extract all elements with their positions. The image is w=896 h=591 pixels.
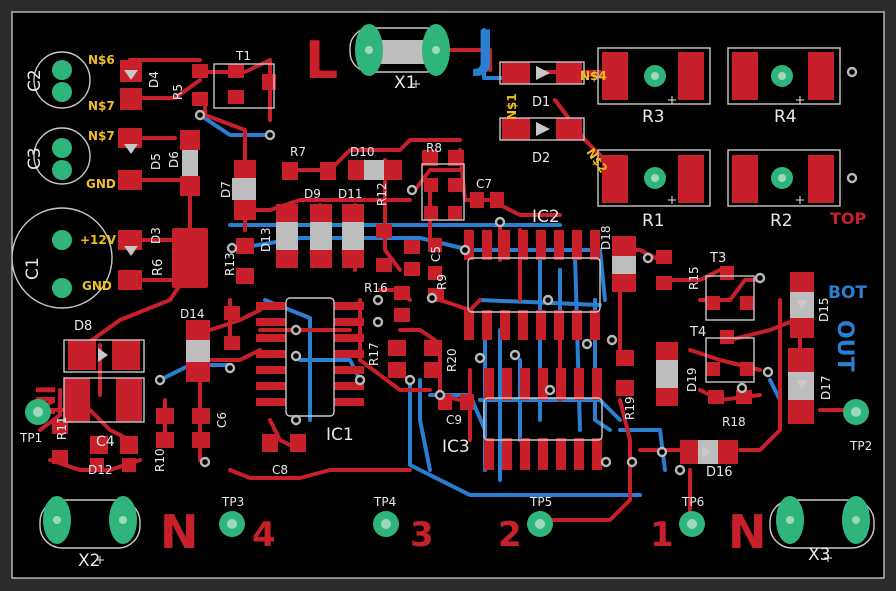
top-copper-text: L IN N N 4 3 2 1 TOP [29,31,867,559]
label-x2: X2 [78,551,100,571]
label-d4: D4 [147,71,161,88]
label-c6: C6 [215,412,229,428]
label-x3: X3 [808,545,830,565]
label-c3: C3 [25,147,45,170]
component-labels: X1 X2 X3 T1 T3 T4 C1 C2 C3 C4 C5 C6 C7 C… [19,49,872,571]
label-c5: C5 [429,246,443,262]
label-tp4: TP4 [373,495,396,509]
label-d13: D13 [259,227,273,252]
copper-text-1: 1 [650,515,674,555]
net-label-gnd-b: GND [82,279,112,293]
label-tp6: TP6 [681,495,704,509]
label-r3: R3 [642,107,665,127]
diode-symbols [98,66,808,458]
label-d16: D16 [706,465,733,480]
label-d18: D18 [599,225,613,250]
label-c4: C4 [96,434,115,450]
label-x1: X1 [394,73,416,93]
label-tp5: TP5 [529,495,552,509]
label-r15: R15 [687,266,701,290]
label-r4: R4 [774,107,797,127]
copper-text-2: 2 [498,515,522,555]
label-c2: C2 [25,69,45,92]
label-d2: D2 [532,151,550,166]
label-d3: D3 [149,227,163,244]
label-c1: C1 [23,257,43,280]
label-c7: C7 [476,177,492,191]
net-label-gnd-a: GND [86,177,116,191]
label-ic3: IC3 [442,437,470,457]
net-label-n4: N$4 [580,69,607,83]
label-t3: T3 [709,251,726,266]
label-r17: R17 [367,342,381,366]
label-t1: T1 [235,49,251,63]
label-r12: R12 [375,182,389,206]
bottom-copper-text: J BOT OUT [473,20,867,372]
vias [154,66,858,476]
copper-text-3: 3 [410,515,434,555]
copper-text-n-left: N [160,505,199,559]
label-tp3: TP3 [221,495,244,509]
label-r11: R11 [55,416,69,440]
label-d5: D5 [149,153,163,170]
label-ic1: IC1 [326,425,354,445]
label-d8: D8 [74,319,92,334]
label-c8: C8 [272,463,288,477]
label-d1: D1 [532,95,550,110]
copper-text-j: J [473,20,495,78]
layer-label-top: TOP [830,209,867,228]
copper-text-out: OUT [832,320,857,372]
label-d9: D9 [304,187,321,201]
label-r18: R18 [722,415,746,429]
label-d7: D7 [219,181,233,198]
component-bodies [182,40,814,464]
label-d15: D15 [817,297,831,322]
net-label-n1: N$1 [505,93,519,120]
copper-text-4: 4 [252,515,276,555]
net-label-n7-b: N$7 [88,129,115,143]
net-label-n7-a: N$7 [88,99,115,113]
silkscreen-outlines [11,27,875,549]
label-r6: R6 [151,259,166,276]
label-r20: R20 [445,348,459,372]
label-ic2: IC2 [532,207,560,227]
net-label-12v: +12V [80,233,117,247]
label-r19: R19 [623,396,637,420]
label-d6: D6 [167,151,181,168]
label-t4: T4 [689,325,706,340]
label-r16: R16 [364,281,388,295]
copper-text-n-right: N [728,505,767,559]
net-label-n6: N$6 [88,53,115,67]
label-d12: D12 [88,463,113,477]
origin-markers [96,80,832,564]
copper-text-l: L [305,31,338,91]
label-d17: D17 [819,375,833,400]
label-d10: D10 [350,145,375,159]
layer-label-bottom: BOT [828,283,867,303]
label-tp2: TP2 [849,439,872,453]
smd-pads [52,52,834,472]
pad-holes [33,46,861,529]
label-r10: R10 [153,448,167,472]
label-r8: R8 [426,141,442,155]
label-r7: R7 [290,145,306,159]
label-r2: R2 [770,211,793,231]
label-r1: R1 [642,211,665,231]
label-r9: R9 [435,274,449,290]
label-tp1: TP1 [19,431,42,445]
label-d14: D14 [180,307,205,321]
label-r5: R5 [171,84,185,100]
label-r13: R13 [223,252,237,276]
label-d19: D19 [685,367,699,392]
label-d11: D11 [338,187,363,201]
label-c9: C9 [446,413,462,427]
